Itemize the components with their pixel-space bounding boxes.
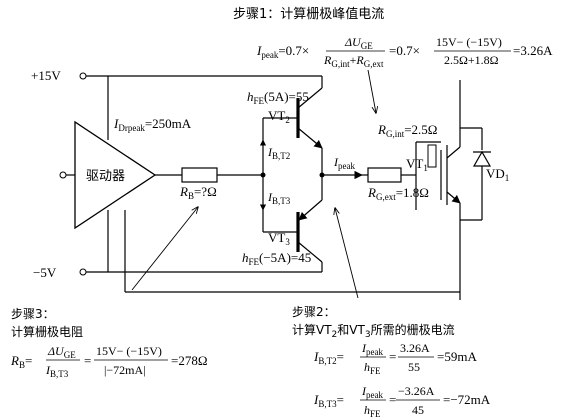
svg-text:=: = (84, 353, 91, 368)
ibt3-label: IB,T3 (267, 190, 291, 206)
step3-title-b: 计算栅极电阻 (11, 324, 83, 339)
rb-label: RB=?Ω (179, 184, 217, 201)
svg-text:=: = (389, 349, 396, 364)
svg-text:IB,T2=: IB,T2= (313, 349, 344, 366)
svg-text:15V− (−15V): 15V− (−15V) (436, 35, 502, 49)
plus-15v-label: +15V (31, 68, 61, 83)
plus-15v-terminal (79, 72, 87, 80)
svg-text:=3.26A: =3.26A (513, 43, 553, 58)
svg-text:=−72mA: =−72mA (443, 392, 491, 407)
step3-annotation: 步骤3： 计算栅极电阻 RB= ΔUGE IB,T3 = 15V− (−15V)… (10, 207, 208, 379)
svg-text:=0.7×: =0.7× (389, 43, 420, 58)
driver-input-terminal (59, 171, 67, 179)
transistor-vt2: hFE(5A)=55 VT2 (247, 75, 323, 158)
svg-text:ΔUGE: ΔUGE (47, 344, 76, 360)
vt1-label: VT1 (406, 156, 428, 173)
resistor-rb (181, 167, 218, 183)
step2-title-a: 步骤2： (292, 305, 336, 319)
vt2-hfe-label: hFE(5A)=55 (247, 89, 309, 106)
svg-text:−3.26A: −3.26A (398, 384, 435, 398)
step1-pointer (367, 69, 376, 113)
svg-text:RG,int+RG,ext: RG,int+RG,ext (323, 53, 384, 69)
svg-text:IB,T3: IB,T3 (45, 363, 69, 379)
ibt2-label: IB,T2 (267, 145, 290, 161)
svg-text:hFE: hFE (364, 403, 381, 419)
driver-amplifier: 驱动器 IDrpeak=250mA (59, 76, 192, 272)
svg-text:2.5Ω+1.8Ω: 2.5Ω+1.8Ω (444, 53, 499, 67)
svg-text:Ipeak: Ipeak (361, 341, 383, 357)
step2-pointer (335, 208, 359, 299)
vt3-label: VT3 (268, 230, 290, 247)
vt2-label: VT2 (268, 108, 290, 125)
vd1-label: VD1 (486, 166, 509, 183)
step3-title-a: 步骤3： (11, 307, 55, 321)
supply-rails: +15V −5V (31, 68, 298, 280)
svg-text:=59mA: =59mA (437, 349, 477, 364)
rg-int-label: RG,int=2.5Ω (377, 122, 437, 139)
svg-text:=: = (389, 392, 396, 407)
step1-annotation: 步骤1：计算栅极峰值电流 Ipeak=0.7× ΔUGE RG,int+RG,e… (233, 6, 553, 113)
vt3-hfe-label: hFE(−5A)=45 (242, 250, 311, 267)
svg-text:hFE: hFE (364, 360, 381, 376)
svg-text:3.26A: 3.26A (400, 341, 430, 355)
driver-triangle (74, 120, 157, 230)
step2-annotation: 步骤2： 计算VT2和VT3所需的栅极电流 IB,T2= Ipeak hFE =… (292, 208, 491, 419)
svg-text:Ipeak: Ipeak (361, 384, 383, 400)
igbt-module-vt1: RG,int=2.5Ω VD1 (377, 80, 509, 300)
minus-5v-label: −5V (33, 265, 57, 280)
svg-text:|−72mA|: |−72mA| (104, 363, 146, 377)
svg-text:IB,T3=: IB,T3= (313, 392, 344, 409)
ipeak-label: Ipeak (333, 155, 355, 171)
step3-pointer (131, 207, 198, 291)
rg-int-resistor (427, 144, 437, 168)
rg-ext-label: RG,ext=1.8Ω (367, 185, 429, 202)
step2-title-b: 计算VT2和VT3所需的栅极电流 (292, 322, 455, 340)
svg-text:ΔUGE: ΔUGE (344, 35, 373, 51)
svg-text:Ipeak=0.7×: Ipeak=0.7× (256, 43, 309, 60)
transistor-vt3: VT3 hFE(−5A)=45 (242, 190, 323, 273)
driver-label: 驱动器 (86, 169, 125, 184)
svg-text:55: 55 (408, 360, 420, 374)
resistor-rg-ext (367, 167, 402, 183)
svg-text:RB=: RB= (10, 353, 32, 370)
svg-text:45: 45 (412, 403, 424, 417)
step1-formula: Ipeak=0.7× ΔUGE RG,int+RG,ext =0.7× 15V−… (256, 35, 553, 69)
svg-text:15V− (−15V): 15V− (−15V) (96, 344, 162, 358)
minus-5v-terminal (79, 268, 87, 276)
driver-peak-current-label: IDrpeak=250mA (113, 116, 192, 133)
step1-title: 步骤1：计算栅极峰值电流 (233, 6, 384, 22)
svg-text:=278Ω: =278Ω (171, 353, 208, 368)
